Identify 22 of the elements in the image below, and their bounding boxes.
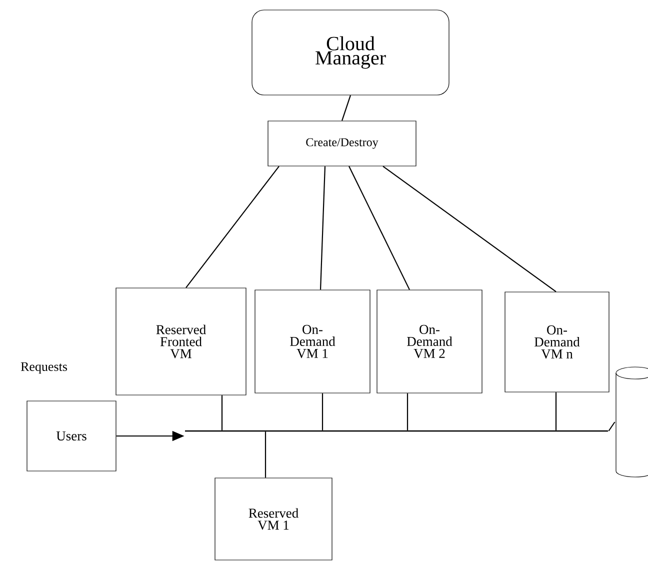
process-box: Reserved Fronted VM bbox=[116, 288, 246, 396]
process-box: Users bbox=[26, 400, 116, 472]
connector-line bbox=[348, 166, 410, 290]
connector-line bbox=[186, 166, 280, 288]
connector-line bbox=[264, 432, 266, 478]
connector-line bbox=[320, 166, 326, 290]
connector-line bbox=[555, 392, 557, 430]
bus-line bbox=[184, 430, 609, 432]
connector-line bbox=[221, 395, 223, 430]
process-box: On- Demand VM n bbox=[504, 292, 610, 392]
connector-line bbox=[406, 393, 408, 430]
connector-line bbox=[382, 166, 556, 292]
process-box: On- Demand VM 1 bbox=[254, 290, 370, 394]
connector-line bbox=[341, 95, 352, 121]
storage-cylinder bbox=[616, 366, 648, 478]
process-box: On- Demand VM 2 bbox=[376, 290, 482, 394]
side-label: Requests bbox=[20, 362, 67, 374]
connector-line bbox=[322, 393, 324, 430]
process-box: Reserved VM 1 bbox=[214, 478, 332, 560]
process-box: Create/Destroy bbox=[268, 120, 416, 166]
manager-box: Cloud Manager bbox=[252, 10, 450, 96]
connector-line bbox=[608, 422, 616, 432]
